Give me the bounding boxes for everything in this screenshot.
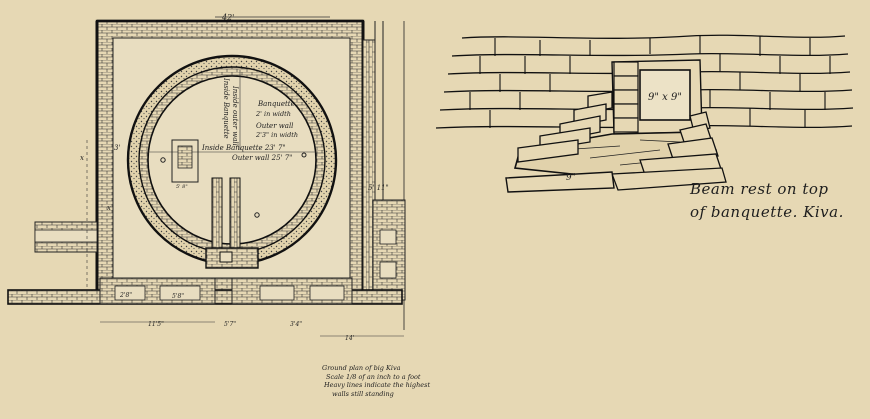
beam-label: 9" x 9"	[648, 92, 682, 103]
ground-plan-caption-line4: walls still standing	[332, 389, 394, 398]
dim-right-label: 5' 11"	[368, 184, 389, 192]
svg-text:5' 8": 5' 8"	[176, 184, 188, 190]
beam-rest-caption-line1: Beam rest on top	[690, 180, 829, 198]
dim-room2-label: 2'8"	[119, 292, 132, 299]
dim-top-label: 42'	[221, 13, 234, 22]
label-outer-wall-width: 2'3" in width	[255, 131, 298, 139]
svg-text:x: x	[107, 204, 111, 212]
beam-rest-caption-line2: of banquette. Kiva.	[690, 203, 844, 221]
label-outer-wall-diameter: Outer wall 25' 7"	[232, 154, 292, 162]
label-inside-banquette-vertical: Inside Banquette	[222, 77, 230, 139]
ground-plan-caption-line2: Scale 1/8 of an inch to a foot	[326, 372, 421, 381]
dim-bottom-right: 3'4"	[290, 321, 302, 328]
svg-text:3': 3'	[114, 144, 120, 152]
dim-bottom-mid: 5'7"	[224, 321, 236, 328]
label-inside-outer-wall-vertical: Inside outer wall	[231, 85, 239, 146]
dim-far-right: 14'	[345, 335, 355, 342]
ground-plan-caption: Ground plan of big Kiva Scale 1/8 of an …	[322, 364, 522, 398]
beam-socket	[639, 69, 691, 121]
beam-rest-detail: 9" x 9"	[435, 34, 854, 193]
beam-rest-caption: Beam rest on top of banquette. Kiva.	[690, 178, 870, 224]
ventilator-shaft-left	[211, 177, 223, 251]
ground-plan-caption-line3: Heavy lines indicate the highest	[324, 381, 431, 389]
dim-bottom-left: 11'5"	[148, 321, 164, 328]
svg-text:x: x	[80, 154, 84, 162]
base-label: 9"	[566, 173, 576, 183]
ventilator-shaft-right	[229, 177, 241, 251]
ground-plan: 42' 5' 8" Inside Banquette Inside outer …	[7, 13, 406, 342]
east-room	[372, 199, 406, 301]
dim-room-label: 5'8"	[172, 293, 184, 300]
label-banquette-width: 2' in width	[255, 110, 291, 118]
label-inside-banquette: Inside Banquette 23' 7"	[201, 144, 286, 152]
fire-box	[171, 139, 199, 183]
ground-plan-caption-line1: Ground plan of big Kiva	[322, 364, 401, 372]
label-banquette: Banquette	[257, 100, 295, 108]
label-outer-wall-title: Outer wall	[256, 122, 293, 130]
